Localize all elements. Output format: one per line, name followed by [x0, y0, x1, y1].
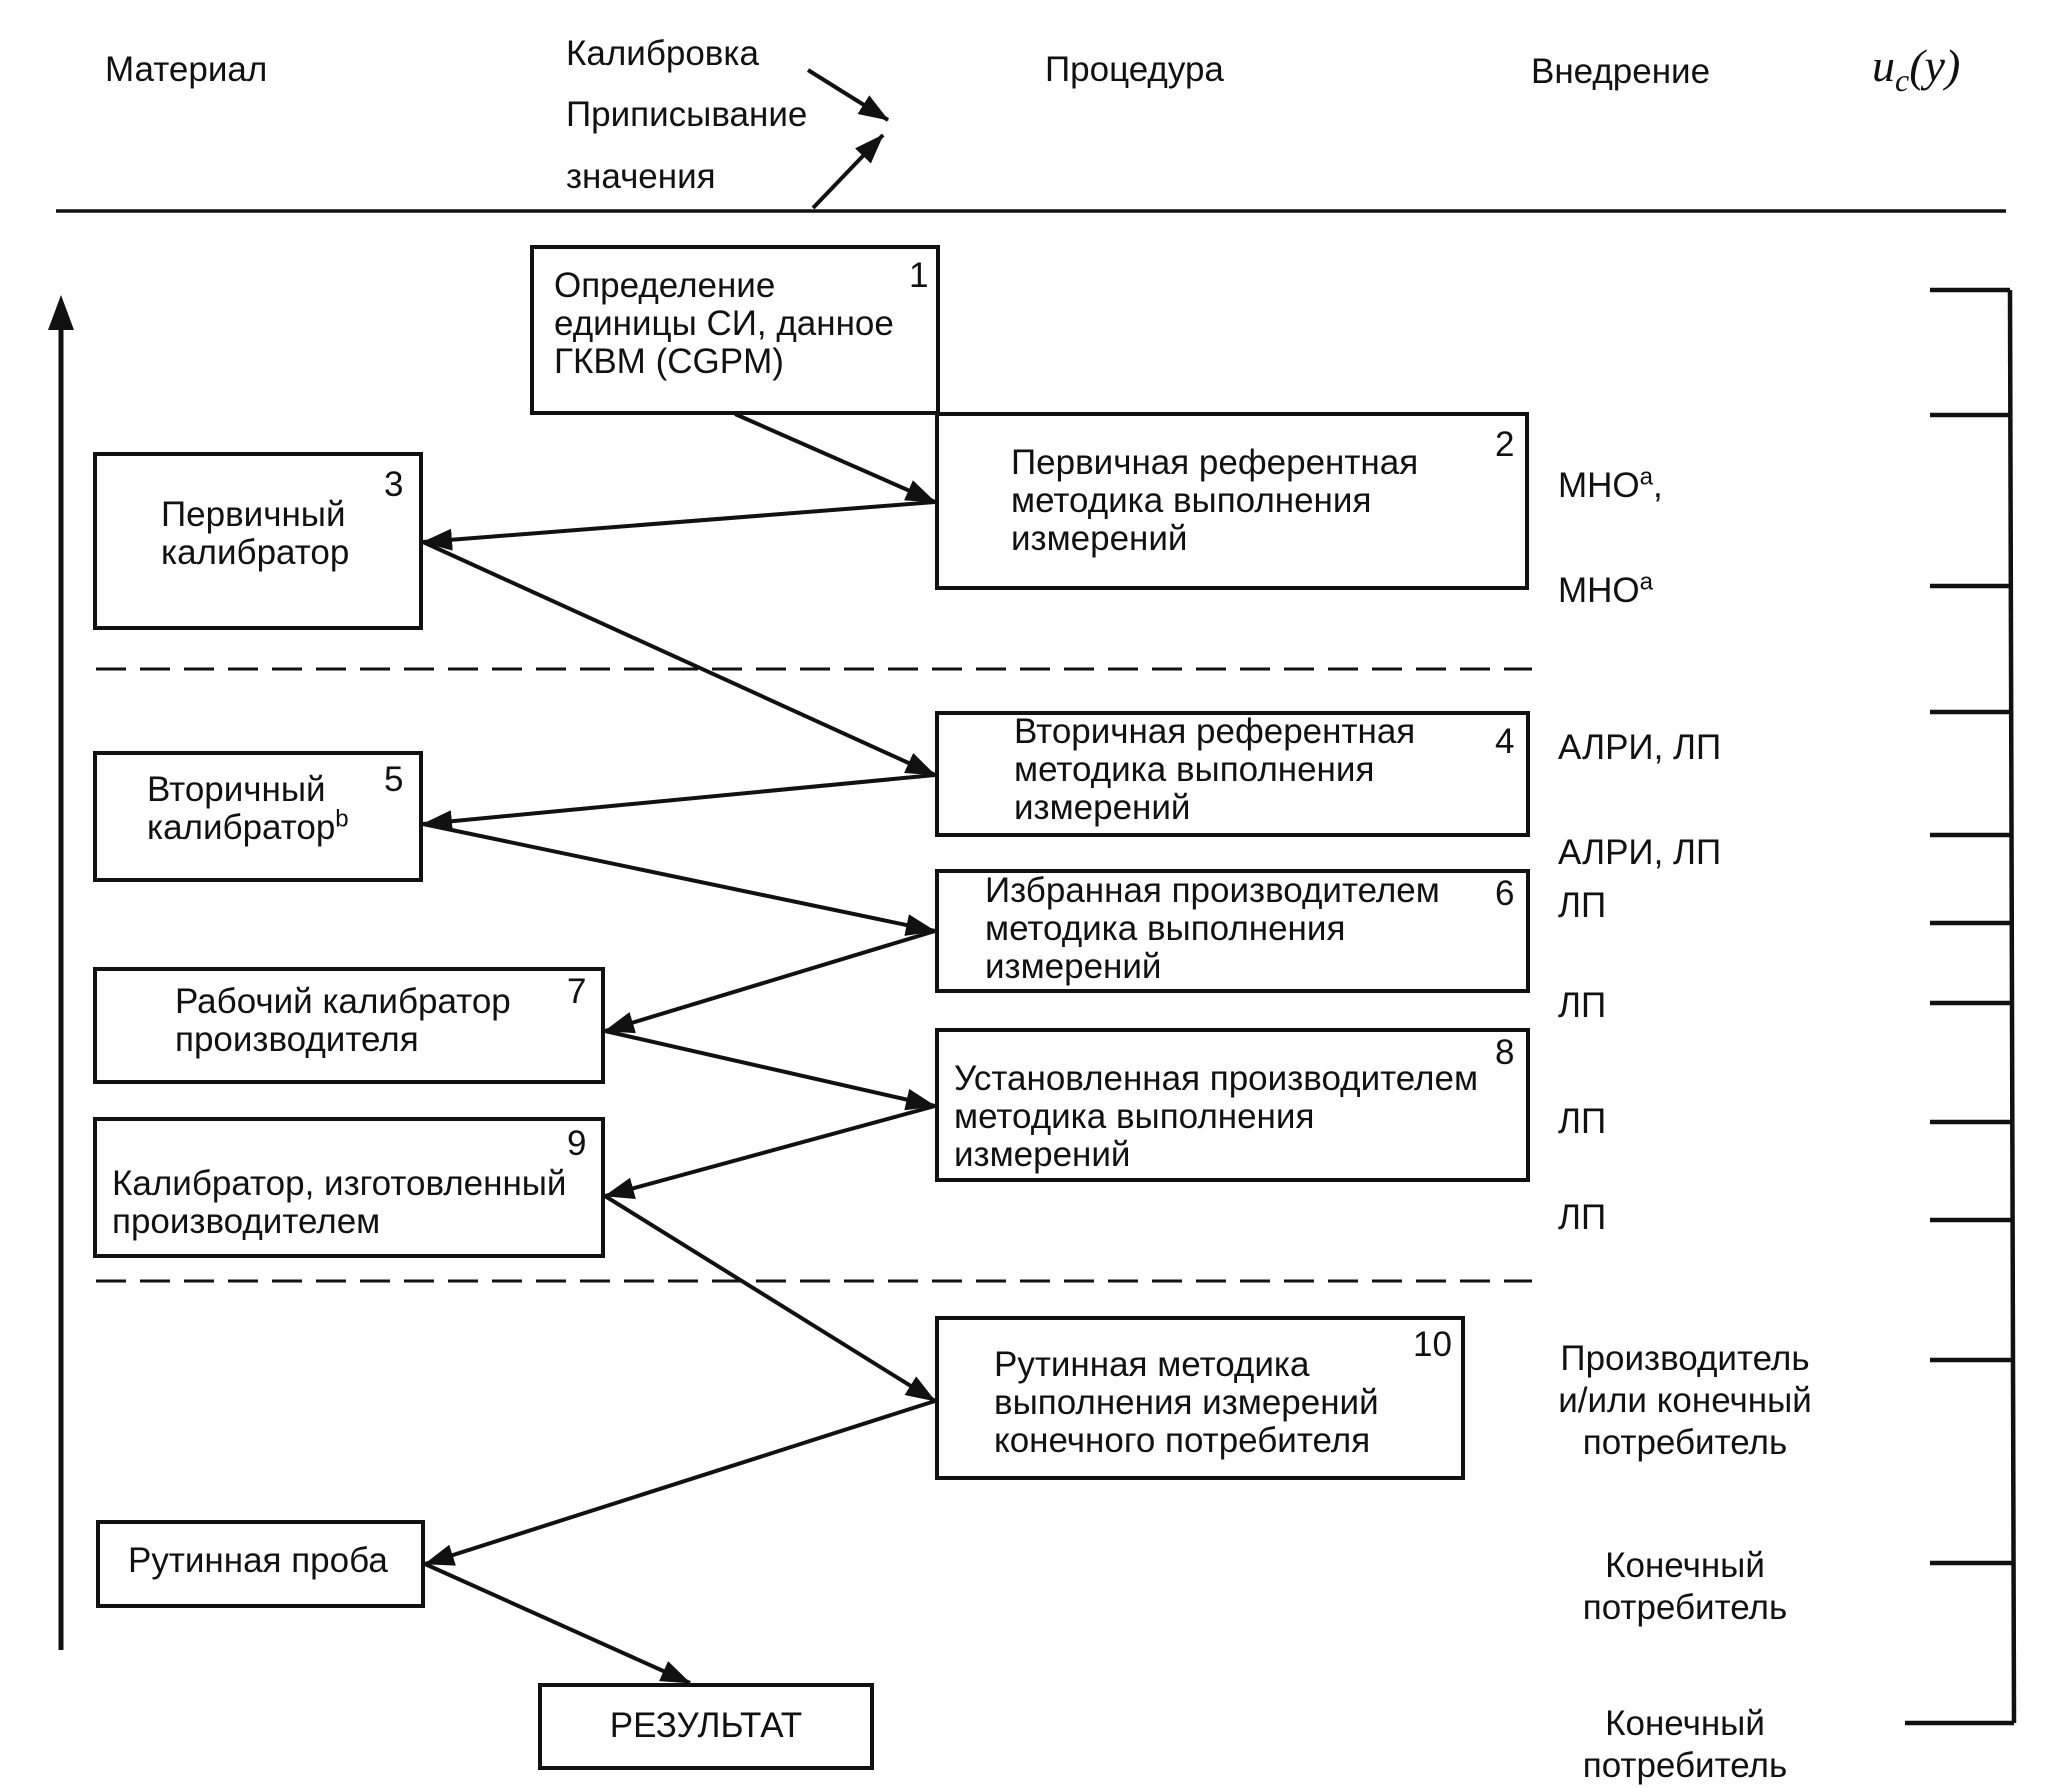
- box-1-number: 1: [909, 256, 929, 295]
- arrow-6-to-7: [604, 929, 936, 1034]
- box-si-unit-definition: Определение единицы СИ, данное ГКВМ (CGP…: [530, 245, 940, 415]
- box-4-number: 4: [1495, 722, 1515, 761]
- box-6-text: Избранная производителем методика выполн…: [985, 871, 1440, 986]
- box-manufacturer-standing-procedure: Установленная производителем методика вы…: [935, 1028, 1530, 1182]
- box-9-text: Калибратор, изготовленный производителем: [112, 1164, 567, 1241]
- value-assignment-arrow: [811, 133, 885, 210]
- box-3-number: 3: [384, 465, 404, 504]
- box-8-number: 8: [1495, 1033, 1515, 1072]
- box-primary-calibrator: Первичный калибратор 3: [93, 452, 423, 630]
- box-9-number: 9: [567, 1124, 587, 1163]
- box-manufacturer-product-calibrator: Калибратор, изготовленный производителем…: [93, 1117, 605, 1258]
- routine-sample-text: Рутинная проба: [128, 1541, 388, 1580]
- impl-alri-lp-2: АЛРИ, ЛП: [1558, 833, 1722, 872]
- header-value-assignment-1: Приписывание: [566, 95, 808, 134]
- box-primary-reference-procedure: Первичная референтная методика выполнени…: [935, 412, 1529, 590]
- calibration-arrow: [806, 68, 890, 122]
- impl-mno-1: МНОa,: [1558, 463, 1663, 505]
- impl-end-user-2: Конечный потребитель: [1582, 1704, 1788, 1785]
- hierarchy-arrow-head: [48, 295, 74, 330]
- header-calibration: Калибровка: [566, 34, 759, 73]
- box-secondary-reference-procedure: Вторичная референтная методика выполнени…: [935, 711, 1530, 837]
- arrow-7-to-8: [604, 1029, 936, 1111]
- box-manufacturer-selected-procedure: Избранная производителем методика выполн…: [935, 869, 1530, 993]
- box-6-number: 6: [1495, 874, 1515, 913]
- uncertainty-ticks: [1905, 287, 2014, 1726]
- arrow-1-to-2: [734, 412, 936, 504]
- flow-arrows: [422, 412, 937, 1685]
- box-8-text: Установленная производителем методика вы…: [954, 1059, 1479, 1174]
- box-10-text: Рутинная методика выполнения измерений к…: [994, 1345, 1379, 1460]
- header-implementation: Внедрение: [1531, 52, 1711, 91]
- result-text: РЕЗУЛЬТАТ: [609, 1706, 803, 1745]
- header-material: Материал: [105, 50, 268, 89]
- arrow-8-to-9: [604, 1104, 936, 1199]
- impl-producer-end-user: Производитель и/или конечный потребитель: [1558, 1339, 1812, 1462]
- impl-mno-2: МНОa: [1558, 568, 1654, 610]
- arrow-10-to-sample: [424, 1399, 936, 1566]
- impl-end-user-1: Конечный потребитель: [1582, 1546, 1788, 1627]
- box-7-text: Рабочий калибратор производителя: [175, 982, 511, 1059]
- impl-lp-2: ЛП: [1558, 986, 1607, 1025]
- arrow-sample-to-result: [424, 1562, 691, 1685]
- box-2-text: Первичная референтная методика выполнени…: [1011, 443, 1419, 558]
- box-3-text: Первичный калибратор: [161, 495, 350, 572]
- impl-lp-1: ЛП: [1558, 886, 1607, 925]
- box-1-text: Определение единицы СИ, данное ГКВМ (CGP…: [554, 266, 894, 381]
- arrow-5-to-6: [422, 822, 936, 936]
- box-10-number: 10: [1413, 1325, 1452, 1364]
- box-7-number: 7: [567, 972, 587, 1011]
- arrow-9-to-10: [603, 1194, 937, 1403]
- box-4-text: Вторичная референтная методика выполнени…: [1014, 712, 1416, 827]
- box-2-number: 2: [1495, 425, 1515, 464]
- box-manufacturer-working-calibrator: Рабочий калибратор производителя 7: [93, 967, 605, 1084]
- box-end-user-routine-procedure: Рутинная методика выполнения измерений к…: [935, 1316, 1465, 1480]
- impl-alri-lp-1: АЛРИ, ЛП: [1558, 728, 1722, 767]
- arrow-3-to-4: [422, 540, 936, 777]
- arrow-2-to-3: [422, 500, 936, 551]
- box-result: РЕЗУЛЬТАТ: [538, 1683, 874, 1770]
- box-5-number: 5: [384, 760, 404, 799]
- impl-lp-4: ЛП: [1558, 1198, 1607, 1237]
- box-routine-sample: Рутинная проба: [96, 1520, 425, 1608]
- header-value-assignment-2: значения: [566, 157, 716, 196]
- header-procedure: Процедура: [1045, 50, 1224, 89]
- arrow-4-to-5: [422, 773, 936, 833]
- impl-lp-3: ЛП: [1558, 1102, 1607, 1141]
- header-combined-uncertainty: uc(y): [1872, 40, 1961, 99]
- uncertainty-scale-line: [2007, 289, 2017, 1724]
